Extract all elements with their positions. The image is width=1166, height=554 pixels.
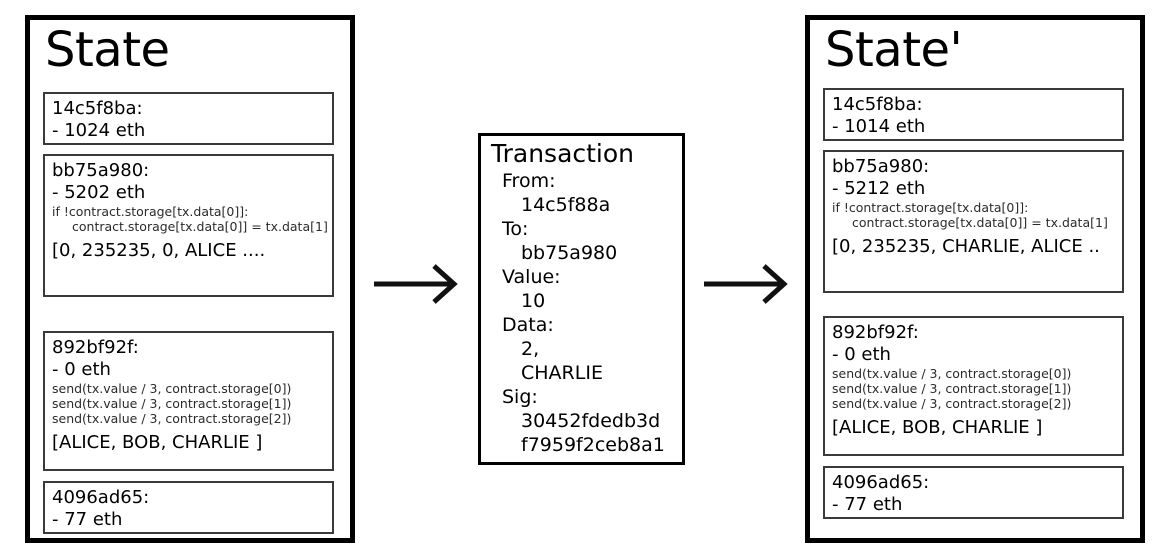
account-address: bb75a980: — [832, 156, 930, 177]
contract-code-line: send(tx.value / 3, contract.storage[0]) — [832, 366, 1072, 381]
account-balance: - 1014 eth — [832, 116, 926, 137]
account-address: 892bf92f: — [52, 337, 139, 358]
transaction-field-key-value: Value: — [502, 266, 561, 288]
account-address: 892bf92f: — [832, 322, 919, 343]
account-balance: - 77 eth — [832, 494, 903, 515]
contract-code-line: send(tx.value / 3, contract.storage[0]) — [52, 381, 292, 396]
account-address: 14c5f8ba: — [832, 94, 923, 115]
transaction-field-key-to: To: — [502, 218, 529, 240]
account-box: 892bf92f: - 0 eth send(tx.value / 3, con… — [43, 331, 334, 471]
page-title: State — [45, 22, 170, 78]
state-panel-before: State 14c5f8ba: - 1024 eth bb75a980: - 5… — [25, 15, 355, 543]
transaction-box: Transaction From: 14c5f88a To: bb75a980 … — [478, 133, 685, 465]
arrow-right-icon — [372, 262, 460, 310]
account-box: bb75a980: - 5212 eth if !contract.storag… — [823, 150, 1124, 293]
account-balance: - 77 eth — [52, 509, 123, 530]
transaction-field-key-from: From: — [502, 170, 556, 192]
account-storage: [ALICE, BOB, CHARLIE ] — [832, 417, 1043, 438]
account-address: bb75a980: — [52, 160, 150, 181]
contract-code-line: send(tx.value / 3, contract.storage[1]) — [52, 396, 292, 411]
contract-code-line: contract.storage[tx.data[0]] = tx.data[1… — [852, 215, 1108, 230]
account-storage: [0, 235235, 0, ALICE .... — [52, 240, 266, 261]
account-address: 14c5f8ba: — [52, 98, 143, 119]
transaction-field-value-value: 10 — [521, 290, 546, 312]
transaction-field-key-sig: Sig: — [502, 386, 538, 408]
account-balance: - 1024 eth — [52, 120, 146, 141]
account-box: 4096ad65: - 77 eth — [43, 481, 334, 534]
account-box: bb75a980: - 5202 eth if !contract.storag… — [43, 154, 334, 297]
account-storage: [ALICE, BOB, CHARLIE ] — [52, 432, 263, 453]
transaction-field-value-sig: 30452fdedb3d — [521, 410, 661, 432]
transaction-field-value-data: CHARLIE — [521, 362, 603, 384]
contract-code-line: if !contract.storage[tx.data[0]]: — [52, 204, 249, 219]
transaction-field-value-to: bb75a980 — [521, 242, 618, 264]
transaction-title: Transaction — [491, 139, 635, 168]
contract-code-line: send(tx.value / 3, contract.storage[2]) — [832, 396, 1072, 411]
account-balance: - 5212 eth — [832, 178, 926, 199]
account-box: 14c5f8ba: - 1024 eth — [43, 92, 334, 145]
transaction-field-value-from: 14c5f88a — [521, 194, 611, 216]
transaction-field-key-data: Data: — [502, 314, 554, 336]
contract-code-line: if !contract.storage[tx.data[0]]: — [832, 200, 1029, 215]
account-balance: - 0 eth — [832, 344, 891, 365]
contract-code-line: send(tx.value / 3, contract.storage[1]) — [832, 381, 1072, 396]
account-balance: - 0 eth — [52, 359, 111, 380]
transaction-field-value-data: 2, — [521, 338, 540, 360]
arrow-right-icon — [702, 262, 790, 310]
account-storage: [0, 235235, CHARLIE, ALICE .. — [832, 236, 1100, 257]
account-box: 892bf92f: - 0 eth send(tx.value / 3, con… — [823, 316, 1124, 456]
page-title: State' — [825, 22, 963, 78]
contract-code-line: contract.storage[tx.data[0]] = tx.data[1… — [72, 219, 328, 234]
account-box: 4096ad65: - 77 eth — [823, 466, 1124, 519]
account-address: 4096ad65: — [52, 487, 150, 508]
contract-code-line: send(tx.value / 3, contract.storage[2]) — [52, 411, 292, 426]
transaction-field-value-sig: f7959f2ceb8a1 — [521, 434, 665, 456]
state-panel-after: State' 14c5f8ba: - 1014 eth bb75a980: - … — [805, 15, 1145, 543]
account-balance: - 5202 eth — [52, 182, 146, 203]
account-box: 14c5f8ba: - 1014 eth — [823, 88, 1124, 141]
account-address: 4096ad65: — [832, 472, 930, 493]
